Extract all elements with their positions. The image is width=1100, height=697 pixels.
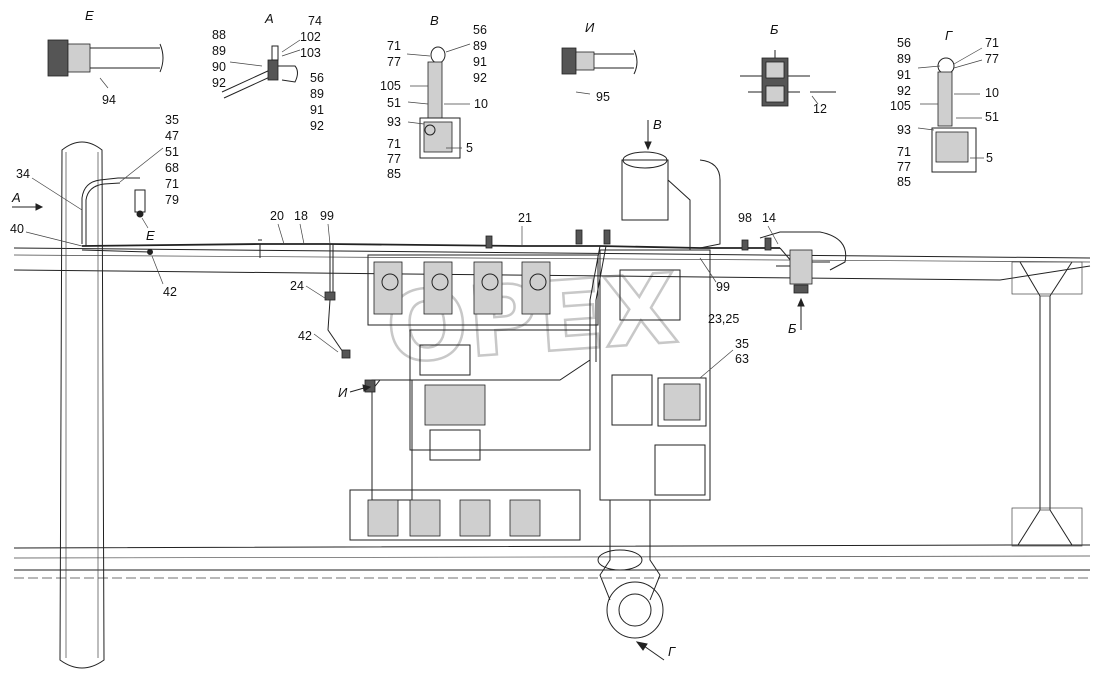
front-wheel [59,141,105,669]
fuel-lines [81,159,847,391]
label-34: 34 [16,167,30,181]
v-lb-2: 85 [387,167,401,181]
a-left-1: 89 [212,44,226,58]
arrow-b-label: Б [788,321,797,336]
g-rt-1: 77 [985,52,999,66]
a-top-0: 74 [308,14,322,28]
arrow-e-label: Е [146,228,155,243]
detail-g: Г 56 89 91 92 71 77 105 10 93 51 71 77 8… [890,28,999,189]
g-lb-0: 71 [897,145,911,159]
stack-0: 35 [165,113,179,127]
detail-e: Е 94 [47,8,164,107]
stack-4: 71 [165,177,179,191]
stack-3: 68 [165,161,179,175]
detail-v-title: В [430,13,439,28]
detail-b: Б 12 [740,22,836,116]
a-left-0: 88 [212,28,226,42]
detail-i: И 95 [561,20,638,104]
g-lt-1: 89 [897,52,911,66]
view-arrows: А Е В Б И Г [11,117,805,661]
label-35: 35 [735,337,749,351]
v-lb-1: 77 [387,152,401,166]
detail-e-label: 94 [102,93,116,107]
v-5: 5 [466,141,473,155]
detail-a: А 88 89 90 92 74 102 103 56 89 91 92 [212,11,324,133]
g-93: 93 [897,123,911,137]
detail-b-label: 12 [813,102,827,116]
detail-a-title: А [264,11,274,26]
label-63: 63 [735,352,749,366]
frame-rails [13,247,1091,579]
label-40: 40 [10,222,24,236]
v-lt-1: 77 [387,55,401,69]
injector-row-bottom [367,499,541,537]
v-rt-1: 89 [473,39,487,53]
v-lb-0: 71 [387,137,401,151]
label-42a: 42 [163,285,177,299]
label-24: 24 [290,279,304,293]
a-top-2: 103 [300,46,321,60]
stack-2: 51 [165,145,179,159]
label-99a: 99 [320,209,334,223]
v-rt-3: 92 [473,71,487,85]
detail-v: В 71 77 56 89 91 92 105 51 10 93 71 77 8… [380,13,488,181]
label-21: 21 [518,211,532,225]
arrow-g-label: Г [668,644,676,659]
arrow-i-label: И [338,385,348,400]
g-5: 5 [986,151,993,165]
v-lt-0: 71 [387,39,401,53]
detail-i-title: И [585,20,595,35]
a-right-0: 56 [310,71,324,85]
g-lt-2: 91 [897,68,911,82]
label-23-25: 23,25 [708,312,739,326]
a-left-3: 92 [212,76,226,90]
arrow-v-label: В [653,117,662,132]
arrow-a-label: А [11,190,21,205]
label-14: 14 [762,211,776,225]
a-right-2: 91 [310,103,324,117]
line-fittings [134,189,772,393]
a-top-1: 102 [300,30,321,44]
injector-row-top [373,261,551,315]
g-105: 105 [890,99,911,113]
g-lb-2: 85 [897,175,911,189]
g-lb-1: 77 [897,160,911,174]
v-rt-0: 56 [473,23,487,37]
engine-assembly [349,151,711,639]
fuel-filter-assembly [776,249,830,294]
v-105: 105 [380,79,401,93]
label-99b: 99 [716,280,730,294]
stack-1: 47 [165,129,179,143]
a-left-2: 90 [212,60,226,74]
g-rt-0: 71 [985,36,999,50]
v-93: 93 [387,115,401,129]
label-18: 18 [294,209,308,223]
a-right-3: 92 [310,119,324,133]
g-51: 51 [985,110,999,124]
v-rt-2: 91 [473,55,487,69]
g-lt-0: 56 [897,36,911,50]
stack-5: 79 [165,193,179,207]
detail-i-label: 95 [596,90,610,104]
label-20: 20 [270,209,284,223]
main-callouts: 35 47 51 68 71 79 34 40 42 20 18 99 21 9… [10,113,779,379]
g-10: 10 [985,86,999,100]
detail-e-title: Е [85,8,94,23]
g-lt-3: 92 [897,84,911,98]
detail-b-title: Б [770,22,779,37]
label-98: 98 [738,211,752,225]
v-10: 10 [474,97,488,111]
label-42b: 42 [298,329,312,343]
a-right-1: 89 [310,87,324,101]
detail-g-title: Г [945,28,953,43]
v-51: 51 [387,96,401,110]
